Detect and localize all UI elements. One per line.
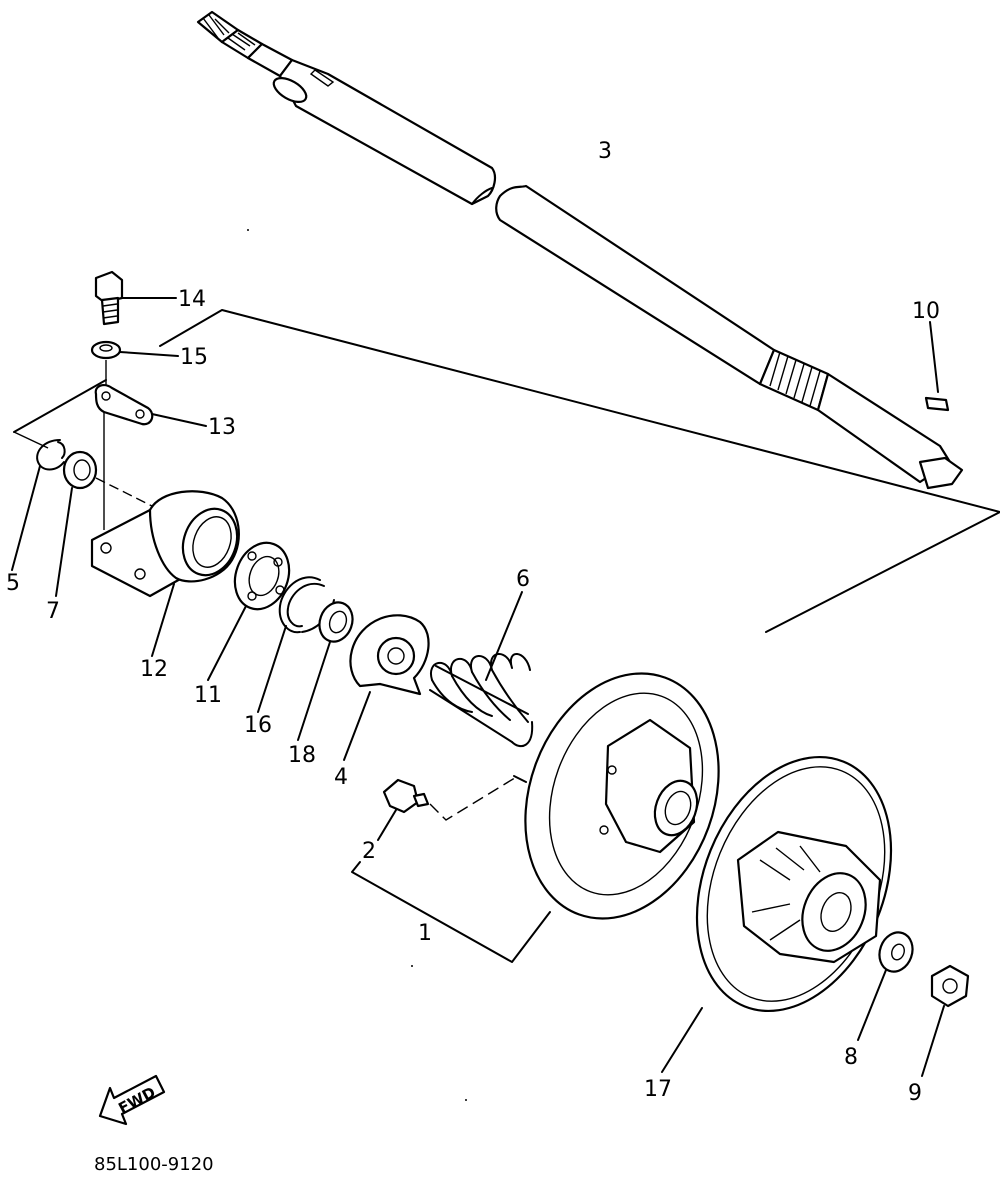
callout-4: 4 <box>334 765 348 790</box>
speck <box>465 1099 467 1101</box>
movable-sheave-part-17 <box>661 755 893 1073</box>
callout-1: 1 <box>418 921 432 946</box>
fixed-sheave-part-1 <box>351 672 720 963</box>
callout-9: 9 <box>908 1081 922 1106</box>
bolt-part-14 <box>94 270 177 326</box>
collar-part-18 <box>297 601 354 741</box>
callout-13: 13 <box>208 415 236 440</box>
callout-7: 7 <box>46 599 60 624</box>
seal-part-7 <box>55 450 161 597</box>
callout-6: 6 <box>516 567 530 592</box>
callout-11: 11 <box>194 683 222 708</box>
callout-16: 16 <box>244 713 272 738</box>
key-part-10 <box>924 321 950 412</box>
callout-17: 17 <box>644 1077 672 1102</box>
circlip-part-5 <box>11 439 66 571</box>
washer-part-8 <box>857 931 914 1041</box>
speck <box>247 229 249 231</box>
callout-12: 12 <box>140 657 168 682</box>
forward-direction-arrow: FWD <box>98 1074 166 1126</box>
callout-labels: 3 14 15 13 10 5 7 12 11 16 18 4 6 2 1 8 … <box>6 139 940 1106</box>
callout-3: 3 <box>598 139 612 164</box>
ball-bearing-part-11 <box>207 541 291 681</box>
callout-5: 5 <box>6 571 20 596</box>
callout-2: 2 <box>362 839 376 864</box>
speck <box>411 965 413 967</box>
bearing-housing-part-12 <box>90 490 240 657</box>
drawing-code: 85L100-9120 <box>94 1154 214 1175</box>
shaft-part-3 <box>196 10 964 490</box>
plate-part-13 <box>94 384 207 530</box>
callout-14: 14 <box>178 287 206 312</box>
nut-part-9 <box>921 964 970 1077</box>
cam-part-4 <box>343 614 430 761</box>
spring-part-6 <box>429 591 534 748</box>
slider-part-2 <box>377 775 527 841</box>
assembly-bracket-line <box>13 309 1000 633</box>
callout-18: 18 <box>288 743 316 768</box>
callout-10: 10 <box>912 299 940 324</box>
callout-8: 8 <box>844 1045 858 1070</box>
callout-15: 15 <box>180 345 208 370</box>
